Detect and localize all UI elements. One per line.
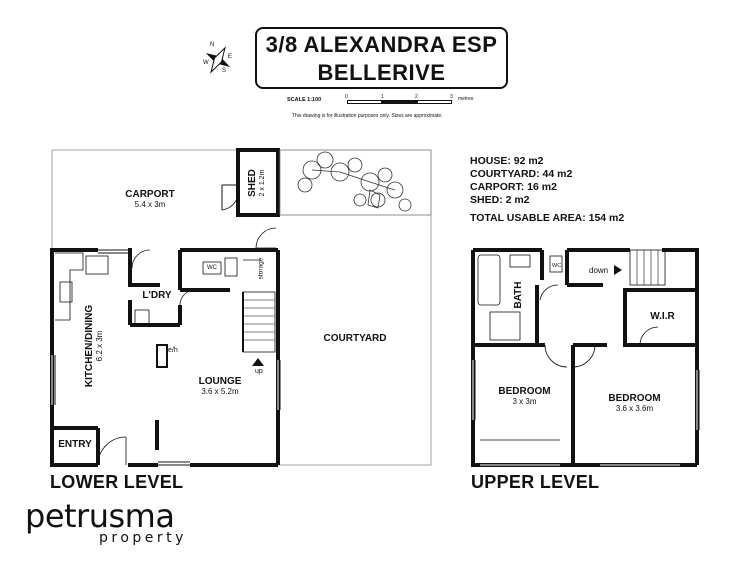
- compass-icon: N E S W: [198, 42, 238, 78]
- brand-logo: petrusma property: [25, 500, 187, 546]
- disclaimer: This drawing is for illustration purpose…: [292, 113, 443, 119]
- area-house: HOUSE: 92 m2: [470, 155, 544, 167]
- brand-name: petrusma: [25, 497, 175, 535]
- room-shed: SHED 2 x 1.2m: [247, 169, 266, 197]
- room-kitchen-dining: KITCHEN/DINING 6.2 x 3m: [84, 304, 104, 388]
- lower-level-label: LOWER LEVEL: [50, 472, 184, 492]
- room-carport: CARPORT 5.4 x 3m: [125, 189, 175, 209]
- shed-wall: [236, 148, 280, 217]
- room-entry: ENTRY: [58, 439, 92, 450]
- label-down: down: [589, 266, 609, 275]
- label-wc-upper: WC: [552, 263, 562, 269]
- room-courtyard: COURTYARD: [323, 333, 387, 344]
- room-bath: BATH: [513, 281, 524, 309]
- room-bedroom-2: BEDROOM 3.6 x 3.6m: [608, 393, 661, 413]
- area-courtyard: COURTYARD: 44 m2: [470, 168, 573, 180]
- compass-e: E: [228, 54, 233, 60]
- title-box: 3/8 ALEXANDRA ESP BELLERIVE: [255, 27, 508, 89]
- title-suburb: BELLERIVE: [317, 60, 446, 85]
- brand-sub: property: [99, 530, 187, 546]
- scale-tick-3: 3: [450, 94, 453, 100]
- title-address: 3/8 ALEXANDRA ESP: [265, 32, 498, 57]
- area-total: TOTAL USABLE AREA: 154 m2: [470, 212, 625, 224]
- area-shed: SHED: 2 m2: [470, 194, 530, 206]
- label-eh: e/h: [168, 347, 178, 354]
- scale-tick-2: 2: [415, 94, 418, 100]
- compass-s: S: [222, 68, 227, 74]
- scale-bar: [347, 100, 453, 106]
- room-bedroom-1: BEDROOM 3 x 3m: [498, 386, 551, 406]
- compass-n: N: [210, 42, 215, 48]
- area-summary: HOUSE: 92 m2 COURTYARD: 44 m2 CARPORT: 1…: [470, 155, 624, 225]
- label-wc-lower: WC: [207, 265, 217, 271]
- label-up: up: [255, 368, 263, 375]
- scale-tick-1: 1: [381, 94, 384, 100]
- label-storage: storage: [257, 257, 265, 280]
- area-carport: CARPORT: 16 m2: [470, 181, 557, 193]
- room-lounge: LOUNGE 3.6 x 5.2m: [198, 376, 242, 396]
- scale-unit: metres: [458, 96, 474, 102]
- compass-w: W: [203, 60, 209, 66]
- scale-label: SCALE 1:100: [287, 97, 322, 103]
- upper-level-label: UPPER LEVEL: [471, 472, 600, 492]
- room-laundry: L'DRY: [142, 290, 172, 301]
- scale-tick-0: 0: [345, 94, 348, 100]
- room-wir: W.I.R: [650, 311, 675, 322]
